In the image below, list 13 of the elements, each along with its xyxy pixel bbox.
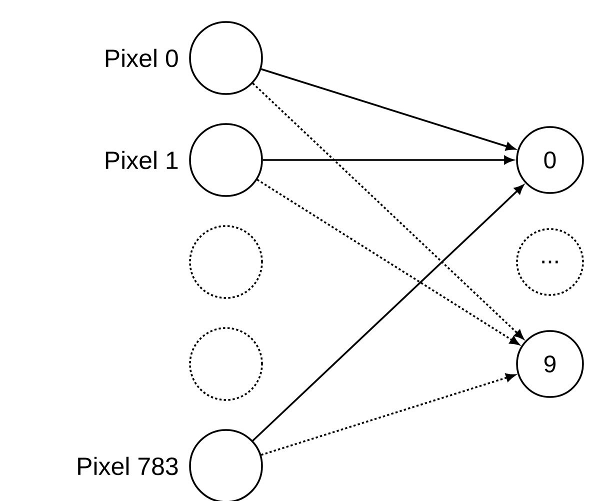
arrow — [256, 178, 520, 346]
pixel-label: Pixel 783 — [78, 456, 178, 476]
pixel-label: Pixel 0 — [106, 48, 178, 68]
neuron-circle — [189, 123, 263, 197]
neuron-circle — [189, 327, 263, 401]
arrow — [252, 82, 524, 340]
neuron-circle — [189, 225, 263, 299]
arrow — [252, 184, 524, 442]
arrow — [260, 373, 516, 456]
neuron-circle — [189, 21, 263, 95]
pixel-label: Pixel 1 — [106, 150, 178, 170]
arrow — [262, 156, 514, 164]
arrow — [260, 68, 516, 151]
